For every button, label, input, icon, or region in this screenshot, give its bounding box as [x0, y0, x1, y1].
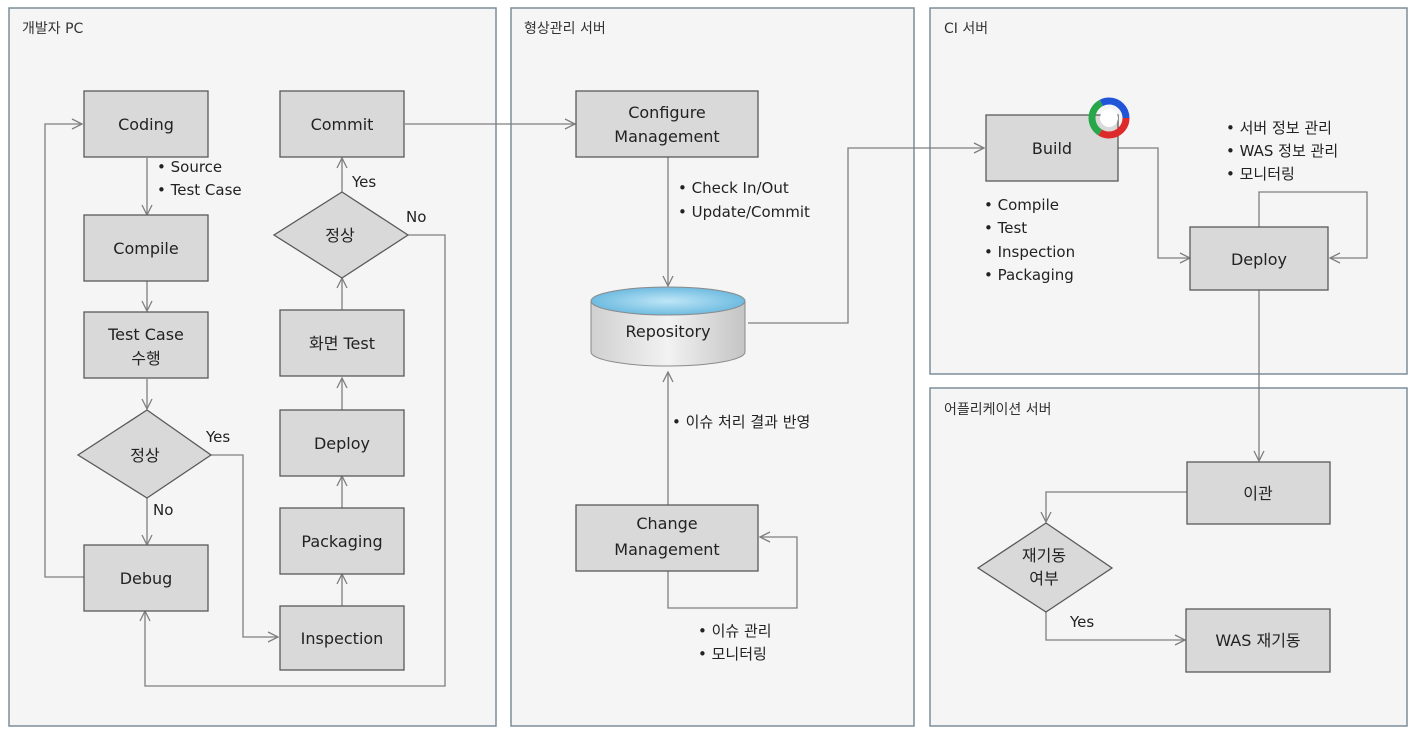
arrow-debug-coding: [44, 124, 84, 578]
note-build-2: • Test: [984, 219, 1027, 237]
arrow-check-inspection: [211, 454, 278, 637]
panel-title-ci-server: CI 서버: [944, 21, 988, 37]
node-was-restart-label: WAS 재기동: [1215, 631, 1300, 650]
node-transfer-label: 이관: [1243, 484, 1273, 503]
decision-restart: 재기동 여부: [976, 522, 1114, 613]
node-build: Build: [985, 114, 1119, 182]
node-testcase-label-2: 수행: [131, 349, 160, 368]
node-deploy-ci-label: Deploy: [1231, 250, 1287, 269]
node-debug: Debug: [83, 544, 209, 612]
note-build-1: • Compile: [984, 196, 1059, 214]
node-coding-label: Coding: [118, 115, 174, 134]
connectors: [44, 124, 1368, 687]
panel-ci-server: CI 서버: [929, 7, 1408, 375]
refresh-cycle-icon: [1088, 97, 1130, 139]
decision-restart-label-1: 재기동: [1022, 546, 1066, 565]
node-deploy-ci: Deploy: [1189, 226, 1329, 291]
arrow-repository-build: [748, 148, 984, 324]
node-change-label-1: Change: [636, 514, 697, 533]
node-packaging: Packaging: [279, 507, 405, 575]
node-commit: Commit: [279, 90, 405, 158]
note-configure-1: • Check In/Out: [678, 179, 789, 197]
label-no-1: No: [153, 501, 173, 519]
decision-check-2-label: 정상: [325, 226, 355, 245]
node-debug-label: Debug: [120, 569, 173, 588]
panel-title-dev-pc: 개발자 PC: [22, 21, 84, 37]
node-was-restart: WAS 재기동: [1185, 608, 1331, 673]
arrow-transfer-restartq: [1046, 491, 1187, 522]
node-deploy-dev-label: Deploy: [314, 434, 370, 453]
arrow-deploy-loop: [1258, 191, 1368, 258]
repository-label: Repository: [625, 322, 710, 341]
node-inspection: Inspection: [279, 605, 405, 671]
node-compile: Compile: [83, 214, 209, 282]
node-coding: Coding: [83, 90, 209, 158]
arrow-change-loop: [667, 537, 798, 609]
panel-dev-pc: 개발자 PC: [8, 7, 497, 727]
node-deploy-dev: Deploy: [279, 409, 405, 477]
node-compile-label: Compile: [113, 239, 178, 258]
note-change-1: • 이슈 관리: [698, 622, 772, 640]
note-deploy-1: • 서버 정보 관리: [1226, 119, 1332, 137]
note-deploy-3: • 모니터링: [1226, 165, 1295, 183]
repository-cylinder-icon: Repository: [590, 286, 746, 367]
decision-check-1-label: 정상: [130, 446, 160, 465]
node-screen-test-label: 화면 Test: [309, 334, 375, 353]
decision-check-2: 정상: [272, 191, 410, 279]
node-configure-management: Configure Management: [575, 90, 759, 158]
label-yes-2: Yes: [351, 173, 376, 191]
node-testcase-label-1: Test Case: [107, 325, 184, 344]
label-yes-1: Yes: [205, 428, 230, 446]
arrow-restartq-was: [1045, 612, 1185, 640]
note-configure: • Check In/Out • Update/Commit: [678, 179, 810, 221]
note-deploy: • 서버 정보 관리 • WAS 정보 관리 • 모니터링: [1226, 119, 1338, 183]
node-screen-test: 화면 Test: [279, 309, 405, 377]
node-inspection-label: Inspection: [301, 629, 384, 648]
label-yes-3: Yes: [1069, 613, 1094, 631]
label-no-2: No: [406, 208, 426, 226]
node-build-label: Build: [1032, 139, 1072, 158]
decision-restart-label-2: 여부: [1029, 569, 1058, 588]
note-change-2: • 모니터링: [698, 645, 767, 663]
decision-check-1: 정상: [76, 409, 213, 499]
panel-title-app-server: 어플리케이션 서버: [944, 402, 1052, 418]
node-transfer: 이관: [1186, 461, 1331, 525]
note-change: • 이슈 관리 • 모니터링: [698, 622, 772, 663]
note-coding-1: • Source: [157, 158, 222, 176]
arrow-check-debug-loop: [145, 234, 446, 687]
panel-title-scm-server: 형상관리 서버: [524, 21, 606, 37]
note-issue-result: • 이슈 처리 결과 반영: [672, 413, 810, 431]
note-coding-2: • Test Case: [157, 181, 242, 199]
note-build: • Compile • Test • Inspection • Packagin…: [984, 196, 1075, 284]
note-deploy-2: • WAS 정보 관리: [1226, 142, 1338, 160]
note-coding: • Source • Test Case: [157, 158, 242, 199]
note-build-4: • Packaging: [984, 266, 1074, 284]
arrow-build-deploy: [1118, 147, 1190, 258]
node-configure-label-2: Management: [614, 127, 719, 146]
node-configure-label-1: Configure: [628, 103, 706, 122]
note-configure-2: • Update/Commit: [678, 203, 810, 221]
node-packaging-label: Packaging: [301, 532, 382, 551]
node-change-label-2: Management: [614, 540, 719, 559]
node-testcase: Test Case 수행: [83, 311, 209, 379]
note-build-3: • Inspection: [984, 243, 1075, 261]
node-commit-label: Commit: [311, 115, 374, 134]
node-change-management: Change Management: [575, 504, 759, 572]
